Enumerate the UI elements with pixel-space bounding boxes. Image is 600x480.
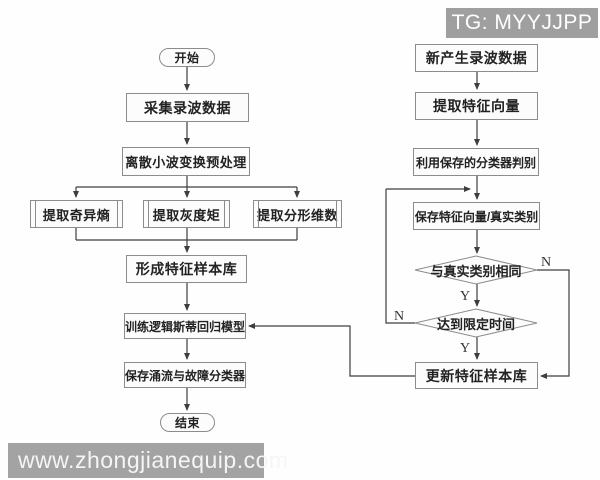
preprocess-node: 离散小波变换预处理 [122, 147, 250, 176]
extract-fractal-node: 提取分形维数 [253, 200, 342, 228]
decision-match-label: 与真实类别相同 [430, 263, 522, 279]
watermark-top-right: TG: MYYJJPP [446, 8, 598, 38]
update-library-node: 更新特征样本库 [415, 362, 538, 389]
save-classifier-node: 保存涌流与故障分类器 [124, 362, 246, 388]
new-data-node: 新产生录波数据 [415, 44, 538, 72]
yes-label-time: Y [460, 341, 471, 356]
decision-match-shape [414, 255, 538, 285]
watermark-bottom-left: www.zhongjianequip.com [8, 443, 288, 478]
no-label-time: N [394, 309, 405, 324]
end-node: 结束 [160, 413, 215, 432]
save-vector-node: 保存特征向量/真实类别 [413, 202, 540, 230]
decision-time-label: 达到限定时间 [436, 316, 515, 332]
extract-entropy-node: 提取奇异熵 [30, 200, 123, 228]
collect-data-node: 采集录波数据 [126, 93, 249, 122]
start-node: 开始 [159, 48, 215, 67]
decision-time-shape [414, 308, 538, 338]
yes-label-match: Y [460, 289, 471, 304]
build-library-node: 形成特征样本库 [126, 255, 247, 283]
no-label-match: N [541, 255, 552, 270]
edge-match-no-update [537, 269, 570, 379]
train-model-node: 训练逻辑斯蒂回归模型 [124, 313, 246, 339]
edge-update-train [248, 323, 415, 377]
classify-node: 利用保存的分类器判别 [413, 148, 539, 176]
extract-gray-moment-node: 提取灰度矩 [143, 200, 230, 228]
edge-time-no-loop [385, 189, 415, 324]
extract-vector-node: 提取特征向量 [415, 92, 538, 120]
